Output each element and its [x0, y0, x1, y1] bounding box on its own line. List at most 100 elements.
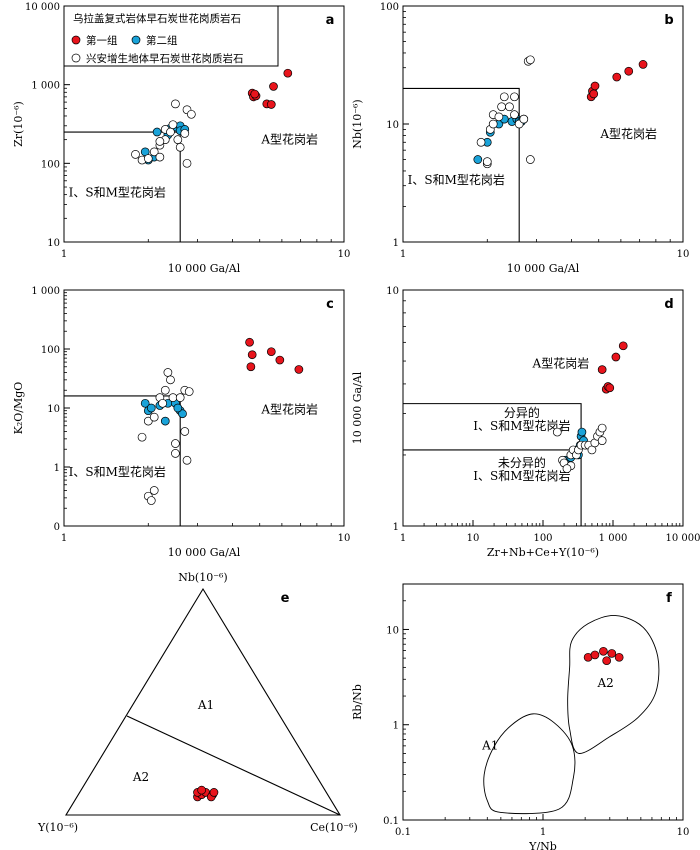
y-tick-label: 0 — [54, 522, 60, 533]
legend-label-group3: 兴安增生地体早石炭世花岗质岩石 — [86, 52, 244, 65]
data-point-group1 — [269, 82, 278, 91]
data-point-group3 — [187, 109, 196, 119]
data-point-group1 — [624, 66, 634, 76]
field-label: A1 — [197, 698, 214, 712]
data-point-group3 — [180, 129, 190, 138]
legend-title: 乌拉盖复式岩体早石炭世花岗质岩石 — [73, 12, 241, 25]
field-annotation: I、S和M型花岗岩 — [69, 184, 166, 199]
y-tick-label: 1 — [393, 238, 399, 249]
y-tick-label: 100 — [41, 159, 60, 170]
data-point-group1 — [247, 350, 257, 360]
data-point-group3 — [173, 135, 183, 145]
data-point-group1 — [245, 337, 254, 347]
ternary-triangle — [65, 587, 341, 816]
data-point-group3 — [505, 102, 514, 112]
data-point-group1 — [599, 646, 608, 656]
data-point-group3 — [171, 439, 180, 448]
data-point-group3 — [175, 393, 185, 402]
x-tick-label: 10 — [338, 533, 351, 544]
data-point-group1 — [294, 365, 304, 374]
panel-letter: f — [666, 591, 672, 606]
y-axis-label: 10 000 Ga/Al — [351, 371, 364, 444]
data-point-group1 — [589, 89, 599, 99]
data-point-group3 — [597, 423, 607, 433]
data-point-group1 — [197, 785, 206, 795]
field-annotation: A型花岗岩 — [532, 355, 590, 370]
x-axis-label: Y/Nb — [528, 840, 557, 850]
data-point-group3 — [149, 147, 159, 157]
y-tick-label: 1 — [393, 522, 399, 533]
legend-marker-group1 — [71, 35, 81, 45]
y-tick-label: 10 — [47, 404, 60, 415]
x-tick-label: 10 — [467, 533, 480, 544]
x-axis-label: 10 000 Ga/Al — [168, 262, 241, 275]
data-point-group3 — [597, 436, 607, 445]
data-point-group3 — [482, 157, 492, 166]
field-annotation: 分异的 — [504, 405, 540, 420]
panel-letter: d — [664, 297, 673, 312]
x-tick-label: 1 000 — [599, 533, 628, 544]
field-boundary — [126, 715, 341, 816]
data-point-group2 — [173, 403, 183, 413]
data-point-group3 — [168, 120, 178, 130]
legend-label-group2: 第二组 — [146, 34, 178, 47]
y-tick-label: 10 000 — [25, 2, 60, 13]
data-point-group1 — [209, 788, 219, 797]
data-point-group1 — [597, 365, 607, 374]
y-axis-label: K₂O/MgO — [12, 382, 25, 435]
x-tick-label: 10 000 — [666, 533, 700, 544]
ternary-top-label: Nb(10⁻⁶) — [178, 571, 227, 584]
data-point-group3 — [163, 368, 173, 377]
field-outline-a2 — [567, 615, 660, 754]
x-axis-label: Zr+Nb+Ce+Y(10⁻⁶) — [487, 546, 599, 559]
data-point-group3 — [171, 449, 180, 458]
y-tick-label: 1 000 — [31, 81, 60, 92]
data-point-group1 — [266, 347, 276, 357]
data-point-group2 — [160, 416, 170, 426]
data-point-group1 — [266, 100, 276, 109]
field-boundary — [403, 87, 520, 242]
field-annotation: I、S和M型花岗岩 — [473, 468, 570, 483]
data-point-group2 — [140, 398, 150, 408]
data-point-group3 — [166, 127, 175, 137]
field-annotation: I、S和M型花岗岩 — [473, 418, 570, 433]
x-tick-label: 1 — [61, 249, 67, 260]
data-point-group1 — [275, 355, 285, 365]
field-label: A2 — [132, 770, 149, 784]
x-tick-label: 10 — [338, 249, 351, 260]
panel-letter: a — [326, 13, 335, 28]
data-point-group3 — [184, 387, 194, 396]
y-axis-label: Nb(10⁻⁶) — [351, 99, 364, 148]
data-point-group3 — [488, 119, 498, 129]
data-point-group3 — [552, 427, 562, 437]
data-point-group3 — [146, 496, 156, 505]
y-tick-label: 100 — [41, 345, 60, 356]
panel-letter: b — [664, 13, 673, 28]
y-tick-label: 10 — [386, 625, 399, 636]
data-point-group1 — [590, 81, 600, 91]
field-annotation: A型花岗岩 — [260, 131, 318, 146]
y-tick-label: 100 — [380, 2, 399, 13]
x-tick-label: 0.1 — [395, 827, 411, 838]
data-point-group3 — [562, 464, 572, 473]
data-point-group1 — [607, 649, 617, 658]
data-point-group3 — [182, 158, 192, 168]
y-tick-label: 1 — [54, 463, 60, 474]
data-point-group1 — [614, 652, 624, 662]
panel-letter: e — [281, 591, 290, 606]
y-tick-label: 10 — [386, 120, 399, 131]
data-point-group2 — [577, 427, 587, 437]
field-boundary — [403, 403, 582, 526]
data-point-group3 — [143, 154, 153, 163]
data-point-group3 — [510, 92, 519, 102]
field-annotation: A型花岗岩 — [260, 402, 318, 417]
y-tick-label: 1 — [393, 721, 399, 732]
data-point-group3 — [158, 398, 167, 408]
field-boundary — [64, 395, 181, 526]
plot-frame — [402, 289, 684, 527]
legend-box — [63, 5, 279, 67]
y-tick-label: 1 000 — [31, 286, 60, 297]
